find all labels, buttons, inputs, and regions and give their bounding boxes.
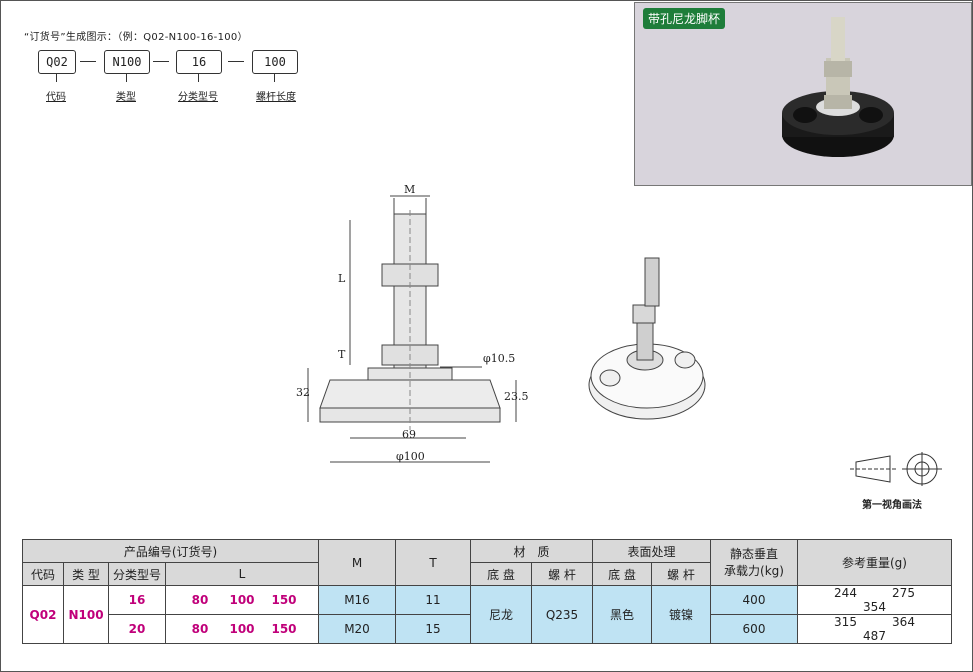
cell-load: 600 [710, 614, 798, 644]
th-L: L [165, 562, 319, 586]
code-box: Q02 [38, 50, 76, 74]
dim-T: T [338, 348, 346, 361]
th-weight: 参考重量(g) [797, 539, 952, 586]
subtype-box: 16 [176, 50, 222, 74]
cell-subtype: 16 [108, 585, 166, 615]
tick [274, 74, 275, 82]
dimension-drawing [307, 195, 517, 463]
dim-L: L [338, 272, 346, 285]
dim-base-height: 23.5 [504, 390, 529, 403]
product-illustration [588, 257, 706, 420]
th-base-surface: 底 盘 [592, 562, 652, 586]
th-base: 底 盘 [470, 562, 532, 586]
tick [56, 74, 57, 82]
dash [80, 61, 96, 62]
length-box: 100 [252, 50, 298, 74]
cell-M: M20 [318, 614, 396, 644]
cell-load: 400 [710, 585, 798, 615]
dim-inner: 69 [402, 428, 416, 441]
dim-bore: φ10.5 [483, 352, 516, 365]
tick [126, 74, 127, 82]
th-product: 产品编号(订货号) [22, 539, 319, 563]
cell-type: N100 [63, 585, 109, 644]
product-photo-panel: 带孔尼龙脚杯 [634, 2, 972, 186]
cell-subtype: 20 [108, 614, 166, 644]
cell-base-material: 尼龙 [470, 585, 532, 644]
type-box: N100 [104, 50, 150, 74]
th-load: 静态垂直 承载力(kg) [710, 539, 798, 586]
th-screw: 螺 杆 [531, 562, 593, 586]
photo-badge: 带孔尼龙脚杯 [643, 8, 726, 29]
product-photo [782, 17, 894, 157]
dim-M: M [404, 183, 416, 196]
order-code-title: “订货号”生成图示：（例：Q02-N100-16-100） [24, 32, 248, 43]
cell-base-surface: 黑色 [592, 585, 652, 644]
dim-diameter: φ100 [396, 450, 425, 463]
th-type: 类 型 [63, 562, 109, 586]
label-code: 代码 [46, 92, 66, 103]
first-angle-projection-icon [850, 452, 942, 486]
label-length: 螺杆长度 [256, 92, 296, 103]
dash [228, 61, 244, 62]
projection-label: 第一视角画法 [862, 500, 922, 511]
th-screw-surface: 螺 杆 [651, 562, 711, 586]
cell-T: 15 [395, 614, 471, 644]
cell-code: Q02 [22, 585, 64, 644]
label-type: 类型 [116, 92, 136, 103]
tick [198, 74, 199, 82]
spec-table: 产品编号(订货号) M T 材 质 表面处理 静态垂直 承载力(kg) 参考重量… [22, 539, 952, 644]
dim-height: 32 [296, 386, 310, 399]
th-subtype: 分类型号 [108, 562, 166, 586]
th-T: T [395, 539, 471, 586]
cell-T: 11 [395, 585, 471, 615]
dash [153, 61, 169, 62]
label-subtype: 分类型号 [178, 92, 218, 103]
cell-screw-material: Q235 [531, 585, 593, 644]
th-M: M [318, 539, 396, 586]
th-material: 材 质 [470, 539, 593, 563]
th-code: 代码 [22, 562, 64, 586]
cell-screw-surface: 镀镍 [651, 585, 711, 644]
th-surface: 表面处理 [592, 539, 711, 563]
cell-M: M16 [318, 585, 396, 615]
